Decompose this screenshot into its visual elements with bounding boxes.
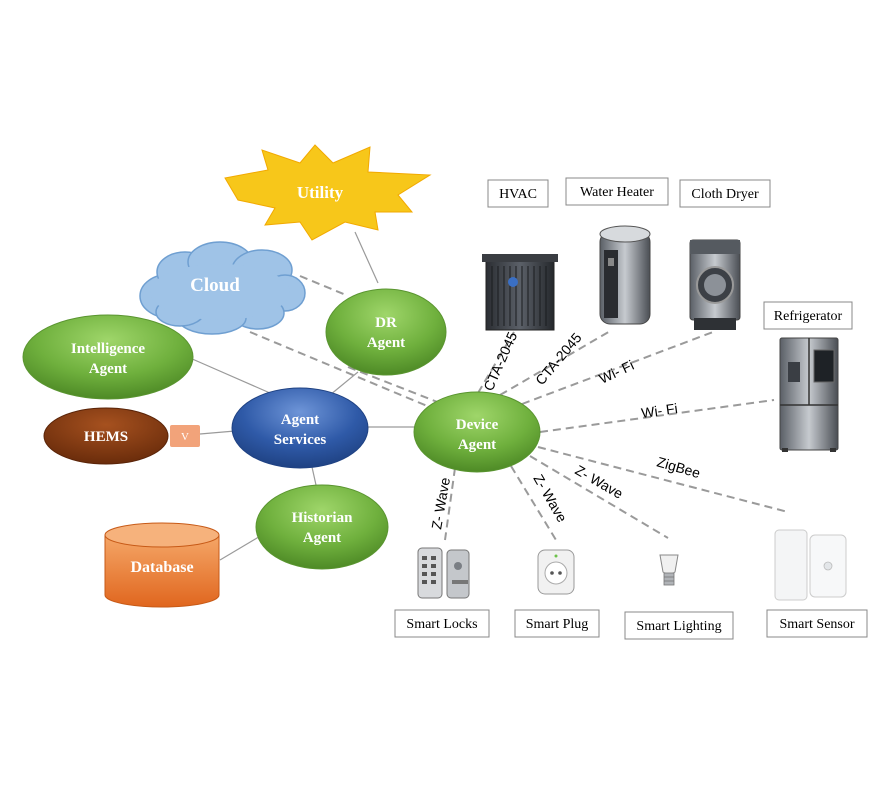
hvac-icon bbox=[482, 254, 558, 331]
protocol-fridge-label: Wi- Fi bbox=[640, 400, 678, 421]
line-device-waterheater bbox=[499, 329, 613, 396]
protocol-water-heater-label: CTA-2045 bbox=[532, 329, 585, 388]
agent-services-node: Agent Services bbox=[231, 387, 369, 469]
device-hvac-label: HVAC bbox=[499, 187, 537, 202]
cloud-label: Cloud bbox=[190, 275, 240, 296]
line-device-fridge bbox=[539, 399, 775, 433]
intelligence-agent-node: Intelligence Agent bbox=[22, 314, 194, 400]
protocol-plug-label: Z- Wave bbox=[530, 472, 570, 526]
protocol-hvac-label: CTA-2045 bbox=[480, 329, 520, 393]
device-agent-label-line1: Device bbox=[456, 417, 499, 433]
line-cloud-dr bbox=[299, 275, 347, 296]
device-smart-sensor-label: Smart Sensor bbox=[779, 617, 854, 632]
database-cylinder bbox=[104, 534, 220, 608]
protocol-locks-label: Z- Wave bbox=[428, 476, 453, 531]
line-device-plug bbox=[510, 465, 557, 541]
smart-plug-icon bbox=[537, 549, 575, 595]
agent-services-label-line1: Agent bbox=[281, 412, 319, 428]
line-device-sensor bbox=[537, 446, 789, 513]
line-cloud-device bbox=[249, 331, 433, 409]
device-labels: HVAC Water Heater Cloth Dryer Refrigerat… bbox=[394, 177, 868, 640]
device-smart-plug-label: Smart Plug bbox=[526, 617, 589, 632]
line-device-hvac bbox=[477, 331, 515, 394]
line-device-lighting bbox=[529, 455, 669, 539]
database-label: Database bbox=[130, 559, 193, 576]
intelligence-agent-label-line1: Intelligence bbox=[71, 341, 145, 357]
water-heater-icon bbox=[599, 225, 651, 325]
hems-tag-label: V bbox=[181, 431, 189, 443]
smart-locks-icon bbox=[417, 547, 470, 599]
line-dr-services bbox=[329, 371, 359, 396]
protocol-sensor-label: ZigBee bbox=[655, 454, 702, 482]
line-historian-database bbox=[219, 534, 263, 561]
smart-lighting-icon bbox=[659, 554, 679, 586]
line-utility-dr bbox=[354, 231, 379, 284]
protocol-dryer-label: Wi- Fi bbox=[597, 357, 637, 387]
device-agent-node: Device Agent bbox=[413, 391, 541, 473]
connector-lines bbox=[189, 231, 789, 561]
hems-label: HEMS bbox=[84, 429, 128, 445]
cloth-dryer-icon bbox=[689, 239, 741, 330]
agent-services-label-line2: Services bbox=[274, 432, 327, 448]
line-services-historian bbox=[311, 466, 317, 486]
device-smart-locks-label: Smart Locks bbox=[406, 617, 477, 632]
dr-agent-label-line2: Agent bbox=[367, 335, 405, 351]
line-hems-services bbox=[199, 430, 236, 435]
cloud-fill bbox=[150, 264, 290, 320]
device-agent-label-line2: Agent bbox=[458, 437, 496, 453]
smart-sensor-icon bbox=[774, 529, 847, 601]
line-device-dryer bbox=[521, 331, 714, 405]
line-intelligence-services bbox=[189, 357, 271, 394]
dr-agent-node: DR Agent bbox=[325, 288, 447, 376]
cloud-node: Cloud bbox=[139, 241, 306, 335]
utility-node: Utility bbox=[224, 144, 432, 241]
utility-star-shape bbox=[224, 144, 432, 241]
refrigerator-icon bbox=[779, 337, 839, 452]
database-node: Database bbox=[104, 522, 220, 608]
historian-agent-label-line2: Agent bbox=[303, 530, 341, 546]
device-water-heater-label: Water Heater bbox=[580, 185, 654, 200]
utility-label: Utility bbox=[297, 183, 344, 202]
historian-agent-label-line1: Historian bbox=[292, 510, 353, 526]
dr-agent-label-line1: DR bbox=[375, 315, 397, 331]
device-cloth-dryer-label: Cloth Dryer bbox=[691, 187, 759, 202]
line-dr-device bbox=[347, 366, 441, 404]
hems-node: HEMS V bbox=[43, 407, 200, 465]
historian-agent-node: Historian Agent bbox=[255, 484, 389, 570]
device-refrigerator-label: Refrigerator bbox=[774, 309, 843, 324]
device-smart-lighting-label: Smart Lighting bbox=[636, 619, 721, 634]
hems-tag-box bbox=[170, 425, 200, 447]
intelligence-agent-label-line2: Agent bbox=[89, 361, 127, 377]
